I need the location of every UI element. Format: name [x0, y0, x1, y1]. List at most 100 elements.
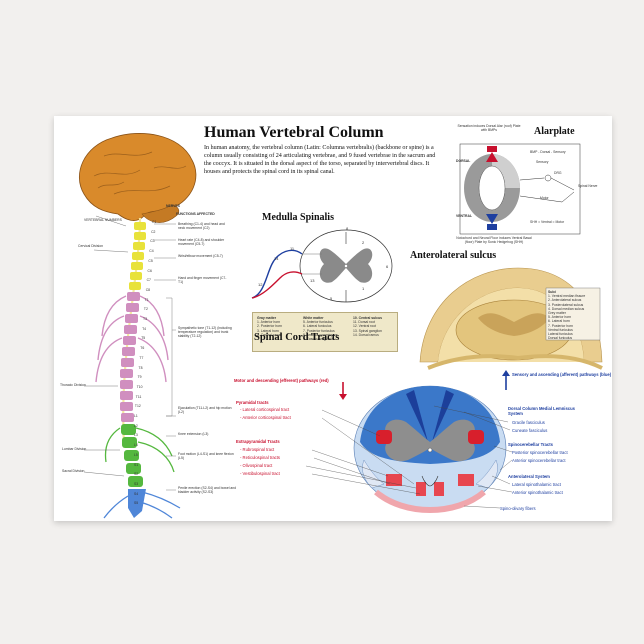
alarplate-heading: Alarplate — [534, 126, 575, 137]
function-item: Heart rate (C4-8) and shoulder movement … — [178, 238, 225, 247]
function-item: Ejaculation (T11-L2) and hip motion (L2) — [178, 406, 232, 415]
vertebra-label: T1 — [144, 297, 149, 302]
svg-text:13: 13 — [310, 278, 315, 283]
legend-entry: 3. Lateral horn — [257, 328, 279, 333]
brain-spine-illustration — [79, 133, 197, 519]
vertebra-label: C1 — [152, 220, 157, 224]
legend-entry: 9. Fasciculus gracilis — [303, 337, 335, 342]
vertebra-label: L3 — [134, 433, 138, 438]
vertebra-label: C8 — [145, 287, 151, 292]
vertebra-label: S1 — [134, 462, 139, 467]
legend-entry: 6. Lateral horn — [548, 319, 570, 324]
brain-icon — [79, 133, 197, 223]
function-item: Breathing (C1-4) and head and neck movem… — [178, 222, 225, 231]
nerves-label: NERVES — [166, 204, 180, 208]
vertebra-label: T6 — [140, 346, 145, 351]
spinal-cord-tracts-diagram — [353, 385, 507, 514]
direction-arrows — [339, 370, 510, 400]
ventral-label: VENTRAL — [456, 214, 473, 218]
vertebra-label: T9 — [137, 375, 142, 380]
legend-entry: Dorsal funiculus — [548, 336, 573, 341]
vertebra-label: T2 — [143, 307, 148, 312]
alarplate-side-label: Spinal Nerve — [578, 184, 598, 188]
tracts-heading: Spinal Cord Tracts — [254, 332, 340, 343]
division-label: Sacral Division — [62, 469, 85, 473]
extrapyramidal-tracts-title: Extrapyramidal Tracts — [236, 439, 280, 444]
division-label: Lumbar Division — [62, 447, 87, 451]
legend-entry: 3. Posterolateral sulcus — [548, 302, 584, 307]
legend-entry: White matter — [303, 316, 324, 320]
alarplate-diagram — [459, 143, 581, 235]
vertebra-label: L5 — [134, 452, 138, 457]
vertebra-label: T8 — [138, 365, 143, 370]
tract-item: Cuneate fasciculus — [512, 428, 548, 433]
tract-item: Anterior spinocerebellar tract — [512, 458, 566, 463]
tract-item: - Reticulospinal tracts — [240, 455, 281, 460]
alarplate-side-label: Motor — [540, 196, 549, 200]
tract-item: Lateral spinothalamic tract — [512, 482, 561, 487]
svg-text:12: 12 — [258, 282, 263, 287]
legend-entry: 1. Ventral median fissure — [548, 294, 586, 299]
legend-entry: 11. Dorsal root — [353, 320, 375, 325]
legend-entry: 7. Posterior funiculus — [303, 328, 335, 333]
motor-heading: Motor and descending (efferent) pathways… — [234, 378, 329, 383]
anterolateral-system-title: Anterolateral System — [508, 474, 550, 479]
svg-text:6: 6 — [386, 264, 389, 269]
legend-entry: Lateral funiculus — [548, 332, 573, 337]
tract-item: Gracile fasciculus — [512, 420, 545, 425]
anterolateral-diagram — [419, 267, 603, 370]
intro-paragraph: In human anatomy, the vertebral column (… — [204, 145, 436, 176]
sensory-heading: Sensory and ascending (afferent) pathway… — [512, 372, 612, 377]
function-item: Sympathetic tone (T1-12) (including temp… — [178, 326, 232, 339]
sacral-vertebrae — [103, 489, 181, 519]
alarplate-top-note: Sensation induces Dorsal Alar (roof) Pla… — [457, 124, 521, 133]
legend-entry: Ventral funiculus — [548, 327, 573, 332]
alarplate-side-label: BMP - Dorsal - Sensory — [530, 150, 566, 154]
vertebra-label: T4 — [142, 326, 147, 331]
vertebra-label: C3 — [150, 239, 155, 244]
functions-affected-label: FUNCTIONS AFFECTED — [176, 212, 215, 216]
vertebra-label: C6 — [147, 268, 152, 273]
tract-item: - Rubrospinal tract — [240, 447, 275, 452]
vertebra-label: T3 — [143, 317, 147, 321]
svg-text:11: 11 — [290, 246, 295, 251]
legend-entry: 13. Spinal ganglion — [353, 328, 382, 333]
division-label: Cervical Division — [78, 244, 104, 248]
vertebra-label: T10 — [136, 384, 143, 389]
legend-entry: 1. Anterior horn — [257, 320, 281, 325]
spinocerebellar-title: Spinocerebellar Tracts — [508, 442, 553, 447]
function-item: Hand and finger movement (C7-T1) — [178, 276, 227, 285]
legend-entry: 2. Anterolateral sulcus — [548, 298, 582, 303]
tract-item: - Anterior corticospinal tract — [240, 415, 291, 420]
legend-entry: Grey matter — [548, 311, 566, 316]
pyramidal-tracts-title: Pyramidal tracts — [236, 400, 269, 405]
thoracic-vertebrae — [95, 292, 169, 422]
function-bracket-lines — [154, 223, 176, 491]
dorsal-column-title: Dorsal Column Medial Lemniscus System — [508, 406, 576, 416]
svg-text:1: 1 — [362, 286, 365, 291]
legend-entry: 4. Central canal — [257, 332, 281, 337]
legend-entry: Sulci — [548, 290, 557, 294]
tract-item: Posterior spinocerebellar tract — [512, 450, 568, 455]
vertebral-column-poster: VERTEBRAL NUMBERS Cervical Division Thor… — [54, 116, 612, 521]
svg-text:8: 8 — [346, 226, 349, 231]
svg-text:2: 2 — [362, 240, 365, 245]
vertebra-label: S3 — [134, 481, 139, 486]
svg-text:5: 5 — [330, 296, 333, 301]
alarplate-bottom-note: Notochord and Neural Floor induces Ventr… — [456, 236, 532, 245]
legend-entry: 2. Posterior horn — [257, 324, 283, 329]
vertebra-label: C7 — [146, 278, 151, 283]
vertebra-label: L4 — [134, 443, 138, 448]
tract-item: Anterior spinothalamic tract — [512, 490, 563, 495]
function-item: Knee extension (L3) — [178, 432, 209, 436]
alarplate-side-label: SHH = Ventral = Motor — [530, 220, 565, 224]
vertebra-label: C2 — [151, 229, 156, 234]
shh-label: SHH — [488, 226, 496, 230]
vertebra-label: T5 — [141, 336, 146, 341]
vertebra-label: S2 — [134, 472, 139, 477]
dorsal-label: DORSAL — [456, 159, 471, 163]
